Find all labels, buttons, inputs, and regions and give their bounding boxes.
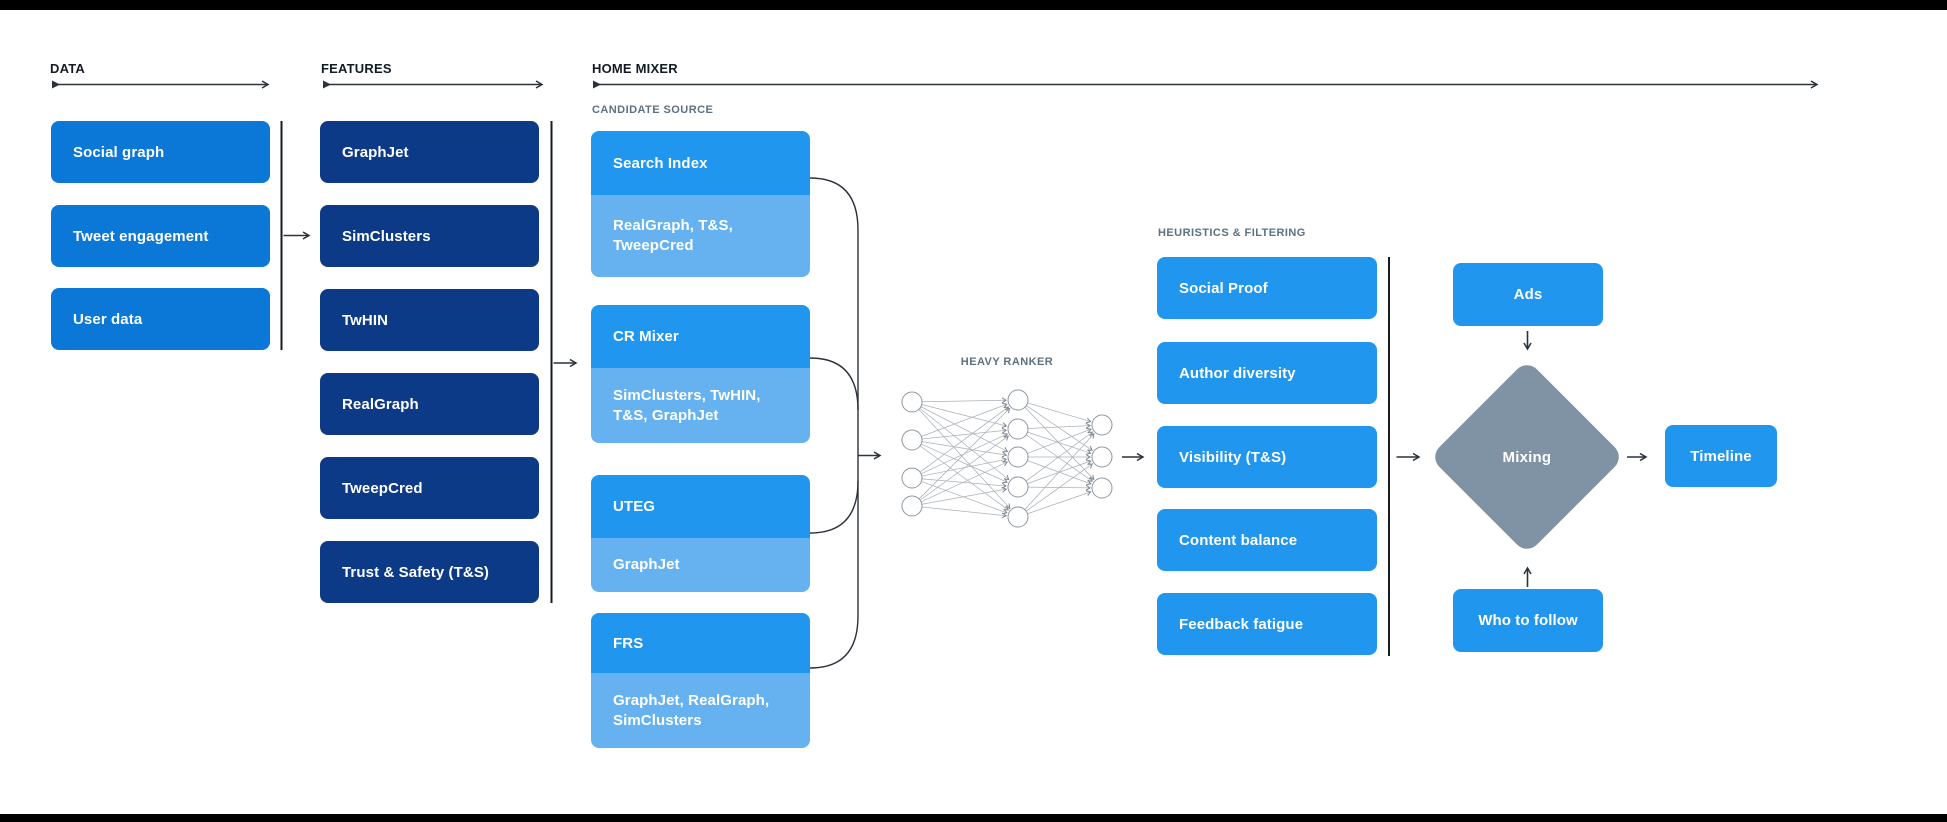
section-header-features: FEATURES — [321, 61, 392, 76]
label-heavy-ranker: HEAVY RANKER — [960, 356, 1054, 368]
feature-box-trust-safety: Trust & Safety (T&S) — [320, 541, 539, 603]
card-sources: GraphJet, RealGraph, SimClusters — [591, 673, 810, 748]
heuristic-box-feedback-fatigue: Feedback fatigue — [1157, 593, 1377, 655]
heuristic-box-content-balance: Content balance — [1157, 509, 1377, 571]
feature-box-twhin: TwHIN — [320, 289, 539, 351]
box-label: Trust & Safety (T&S) — [342, 563, 490, 581]
box-label: Timeline — [1690, 447, 1752, 465]
candidate-card-search-index: Search Index RealGraph, T&S, TweepCred — [591, 131, 810, 277]
card-title: FRS — [613, 634, 644, 652]
card-title: UTEG — [613, 498, 656, 515]
card-header: UTEG — [591, 475, 810, 538]
data-box-tweet-engagement: Tweet engagement — [51, 205, 270, 267]
section-header-data: DATA — [50, 61, 85, 76]
candidate-collector-curves — [809, 177, 859, 669]
mixing-diamond: Mixing — [1429, 359, 1625, 555]
timeline-box: Timeline — [1665, 425, 1777, 487]
card-sources-label: GraphJet — [613, 556, 680, 574]
card-sources-label: SimClusters, TwHIN, T&S, GraphJet — [613, 386, 761, 424]
card-header: Search Index — [591, 131, 810, 195]
card-sources: RealGraph, T&S, TweepCred — [591, 195, 810, 277]
feature-box-realgraph: RealGraph — [320, 373, 539, 435]
box-label: Content balance — [1179, 531, 1298, 549]
feature-box-graphjet: GraphJet — [320, 121, 539, 183]
box-label: TwHIN — [342, 311, 389, 329]
bottom-black-bar — [0, 814, 1947, 822]
card-sources: GraphJet — [591, 538, 810, 592]
box-label: Who to follow — [1478, 612, 1578, 629]
card-title: CR Mixer — [613, 328, 679, 345]
box-label: Visibility (T&S) — [1179, 448, 1287, 466]
candidate-card-uteg: UTEG GraphJet — [591, 475, 810, 592]
box-label: Social Proof — [1179, 279, 1268, 297]
card-sources-label: GraphJet, RealGraph, SimClusters — [613, 691, 770, 729]
box-label: GraphJet — [342, 143, 409, 161]
box-label: Ads — [1513, 286, 1543, 303]
data-box-user-data: User data — [51, 288, 270, 350]
box-label: SimClusters — [342, 227, 431, 245]
box-label: Author diversity — [1179, 364, 1296, 382]
heuristic-box-author-diversity: Author diversity — [1157, 342, 1377, 404]
card-header: FRS — [591, 613, 810, 673]
box-label: Social graph — [73, 143, 165, 161]
label-candidate-source: CANDIDATE SOURCE — [592, 104, 714, 116]
box-label: User data — [73, 310, 143, 328]
data-box-social-graph: Social graph — [51, 121, 270, 183]
box-label: TweepCred — [342, 479, 423, 497]
diamond-label: Mixing — [1502, 448, 1552, 466]
heuristic-box-social-proof: Social Proof — [1157, 257, 1377, 319]
card-sources: SimClusters, TwHIN, T&S, GraphJet — [591, 368, 810, 443]
card-header: CR Mixer — [591, 305, 810, 368]
card-sources-label: RealGraph, T&S, TweepCred — [613, 217, 733, 254]
neural-network-graphic — [901, 389, 1113, 528]
heuristic-box-visibility: Visibility (T&S) — [1157, 426, 1377, 488]
box-label: RealGraph — [342, 395, 419, 413]
candidate-card-frs: FRS GraphJet, RealGraph, SimClusters — [591, 613, 810, 748]
ads-box: Ads — [1453, 263, 1603, 326]
box-label: Feedback fatigue — [1179, 615, 1304, 633]
section-header-home-mixer: HOME MIXER — [592, 61, 678, 76]
candidate-card-cr-mixer: CR Mixer SimClusters, TwHIN, T&S, GraphJ… — [591, 305, 810, 443]
who-to-follow-box: Who to follow — [1453, 589, 1603, 652]
feature-box-tweepcred: TweepCred — [320, 457, 539, 519]
feature-box-simclusters: SimClusters — [320, 205, 539, 267]
top-black-bar — [0, 0, 1947, 10]
card-title: Search Index — [613, 154, 708, 172]
label-heuristics-filtering: HEURISTICS & FILTERING — [1158, 227, 1306, 239]
box-label: Tweet engagement — [73, 227, 209, 245]
